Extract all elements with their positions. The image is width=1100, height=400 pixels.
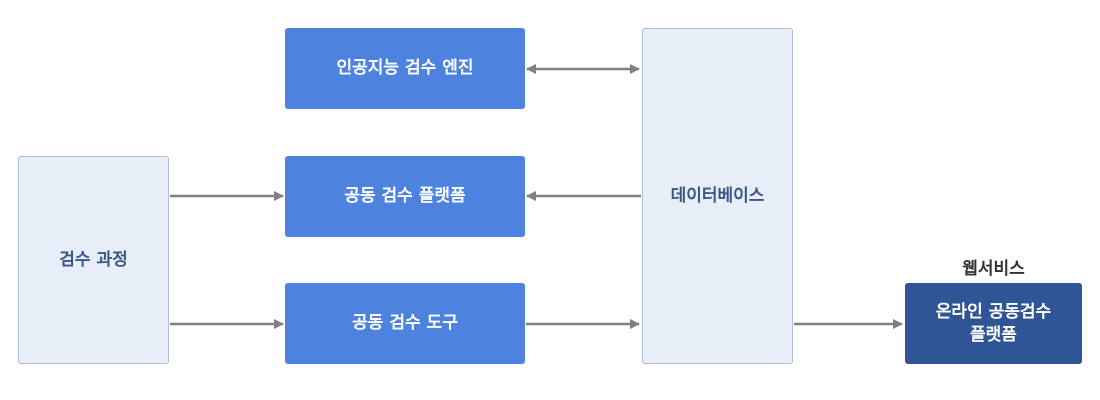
inspection-process-label: 검수 과정 [59, 249, 128, 270]
ai-engine-label: 인공지능 검수 엔진 [336, 58, 474, 79]
online-platform-box: 온라인 공동검수 플랫폼 [905, 283, 1082, 364]
database-label: 데이터베이스 [670, 185, 765, 206]
collab-tool-label: 공동 검수 도구 [352, 313, 458, 334]
collab-tool-box: 공동 검수 도구 [285, 283, 525, 364]
collab-platform-label: 공동 검수 플랫폼 [344, 186, 466, 207]
web-service-label: 웹서비스 [962, 259, 1025, 279]
ai-engine-box: 인공지능 검수 엔진 [285, 28, 525, 109]
collab-platform-box: 공동 검수 플랫폼 [285, 156, 525, 237]
inspection-process-box: 검수 과정 [18, 156, 169, 364]
database-box: 데이터베이스 [642, 28, 793, 364]
online-platform-label: 온라인 공동검수 플랫폼 [935, 301, 1052, 345]
